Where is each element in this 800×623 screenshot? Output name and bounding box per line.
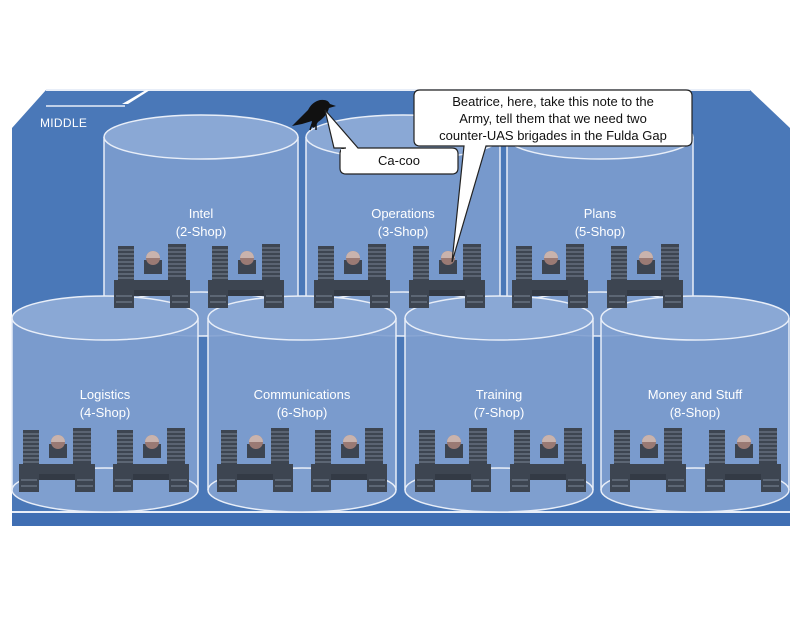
note-callout [413, 89, 693, 263]
shop-name: Money and Stuff [647, 387, 743, 402]
shop-code: (3-Shop) [377, 224, 429, 239]
bird-callout-text: Ca-coo [378, 153, 420, 168]
shop-label-intel: Intel (2-Shop) [151, 205, 251, 241]
shop-code: (4-Shop) [79, 405, 131, 420]
shop-name: Training [475, 387, 523, 402]
shop-label-training: Training (7-Shop) [439, 386, 559, 422]
note-line: Beatrice, here, take this note to the [452, 94, 654, 109]
shop-name: Operations [371, 206, 435, 221]
shop-code: (2-Shop) [175, 224, 227, 239]
crow-icon [292, 99, 336, 131]
shop-code: (8-Shop) [669, 405, 721, 420]
cylinder-communications [207, 295, 397, 513]
region-label: MIDDLE [40, 116, 88, 130]
shop-label-plans: Plans (5-Shop) [550, 205, 650, 241]
shop-label-money-and-stuff: Money and Stuff (8-Shop) [625, 386, 765, 422]
shop-label-logistics: Logistics (4-Shop) [45, 386, 165, 422]
note-line: Army, tell them that we need two [459, 111, 647, 126]
shop-label-communications: Communications (6-Shop) [227, 386, 377, 422]
shop-name: Plans [583, 206, 617, 221]
note-callout-text: Beatrice, here, take this note to the Ar… [416, 93, 690, 144]
shop-code: (7-Shop) [473, 405, 525, 420]
shop-name: Logistics [79, 387, 131, 402]
shop-code: (6-Shop) [276, 405, 328, 420]
shop-label-operations: Operations (3-Shop) [343, 205, 463, 241]
note-line: counter-UAS brigades in the Fulda Gap [439, 128, 667, 143]
shop-code: (5-Shop) [574, 224, 626, 239]
shop-name: Communications [253, 387, 351, 402]
bird-callout [324, 109, 459, 175]
shop-name: Intel [188, 206, 214, 221]
